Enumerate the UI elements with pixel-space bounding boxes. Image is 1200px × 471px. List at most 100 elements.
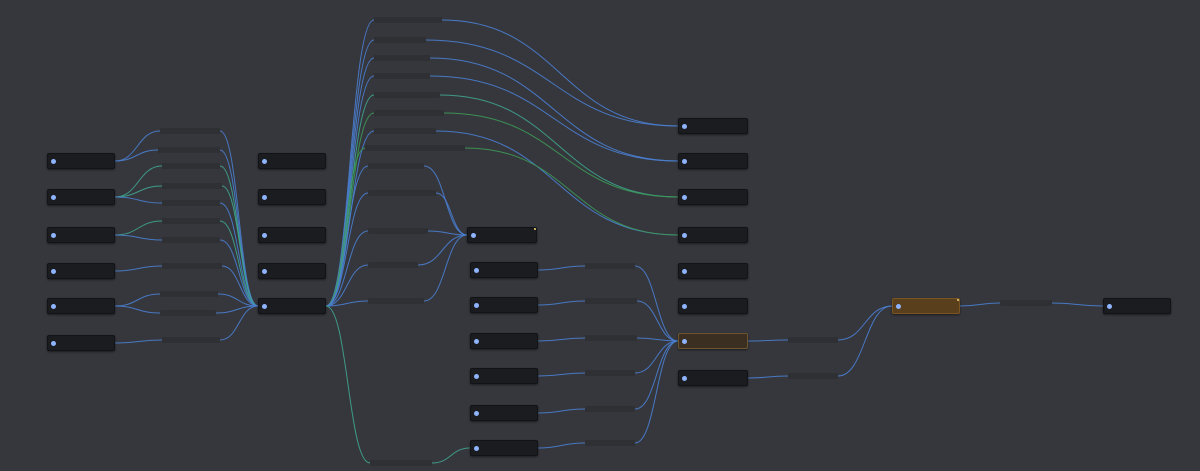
edge-label-10 xyxy=(162,337,220,343)
edge-29 xyxy=(537,340,679,414)
node-port-icon[interactable] xyxy=(51,195,56,200)
graph-node-9[interactable] xyxy=(258,263,326,279)
edge-label-30 xyxy=(585,440,635,446)
node-port-icon[interactable] xyxy=(474,339,479,344)
edge-1 xyxy=(114,149,259,307)
edge-5 xyxy=(114,220,259,307)
edge-6 xyxy=(114,234,259,307)
graph-node-2[interactable] xyxy=(47,227,115,243)
node-port-icon[interactable] xyxy=(682,124,687,129)
node-port-icon[interactable] xyxy=(262,269,267,274)
graph-node-6[interactable] xyxy=(258,153,326,169)
graph-node-12[interactable] xyxy=(470,262,538,278)
edge-3 xyxy=(114,185,259,307)
graph-node-27[interactable] xyxy=(1103,298,1171,314)
graph-node-5[interactable] xyxy=(47,335,115,351)
node-port-icon[interactable] xyxy=(262,195,267,200)
edge-label-5 xyxy=(162,218,220,224)
edge-28 xyxy=(537,340,679,377)
edge-label-0 xyxy=(160,128,220,134)
graph-node-26[interactable] xyxy=(892,298,960,314)
graph-node-4[interactable] xyxy=(47,298,115,314)
node-port-icon[interactable] xyxy=(474,374,479,379)
edge-25 xyxy=(537,265,679,342)
edge-label-32 xyxy=(788,373,838,379)
edge-22 xyxy=(325,234,468,307)
edge-label-4 xyxy=(162,200,220,206)
edge-label-3 xyxy=(162,183,222,189)
node-port-icon[interactable] xyxy=(51,341,56,346)
graph-node-22[interactable] xyxy=(678,263,748,279)
edge-label-12 xyxy=(374,37,426,43)
graph-node-13[interactable] xyxy=(470,297,538,313)
graph-node-18[interactable] xyxy=(678,118,748,134)
edge-label-14 xyxy=(374,73,430,79)
graph-node-20[interactable] xyxy=(678,189,748,205)
edge-label-9 xyxy=(160,310,216,316)
graph-node-14[interactable] xyxy=(470,333,538,349)
graph-node-0[interactable] xyxy=(47,153,115,169)
edge-17 xyxy=(325,130,679,307)
graph-node-3[interactable] xyxy=(47,263,115,279)
edge-label-26 xyxy=(585,298,637,304)
node-port-icon[interactable] xyxy=(896,304,901,309)
node-port-icon[interactable] xyxy=(474,411,479,416)
node-port-icon[interactable] xyxy=(471,233,476,238)
graph-node-15[interactable] xyxy=(470,368,538,384)
edge-label-21 xyxy=(368,228,428,234)
node-port-icon[interactable] xyxy=(51,159,56,164)
edge-21 xyxy=(325,230,468,307)
edge-label-19 xyxy=(368,163,424,169)
node-port-icon[interactable] xyxy=(682,376,687,381)
edge-32 xyxy=(747,305,893,379)
node-port-icon[interactable] xyxy=(262,233,267,238)
edge-10 xyxy=(114,305,259,344)
node-port-icon[interactable] xyxy=(682,269,687,274)
graph-node-11[interactable] xyxy=(467,227,537,243)
node-port-icon[interactable] xyxy=(682,159,687,164)
graph-node-19[interactable] xyxy=(678,153,748,169)
edge-14 xyxy=(325,75,679,307)
edge-label-20 xyxy=(368,190,436,196)
node-port-icon[interactable] xyxy=(51,269,56,274)
edge-30 xyxy=(537,340,679,449)
node-port-icon[interactable] xyxy=(682,233,687,238)
node-port-icon[interactable] xyxy=(474,268,479,273)
graph-node-23[interactable] xyxy=(678,298,748,314)
edge-4 xyxy=(114,196,259,307)
graph-node-17[interactable] xyxy=(470,440,538,456)
edge-label-18 xyxy=(365,145,465,151)
node-port-icon[interactable] xyxy=(1107,304,1112,309)
node-port-icon[interactable] xyxy=(474,303,479,308)
node-port-icon[interactable] xyxy=(262,304,267,309)
node-port-icon[interactable] xyxy=(682,195,687,200)
graph-node-24[interactable] xyxy=(678,333,748,349)
node-port-icon[interactable] xyxy=(474,446,479,451)
graph-node-8[interactable] xyxy=(258,227,326,243)
edge-24 xyxy=(325,305,471,464)
graph-node-25[interactable] xyxy=(678,370,748,386)
edge-19 xyxy=(325,165,468,307)
node-status-badge xyxy=(534,228,536,230)
node-port-icon[interactable] xyxy=(682,339,687,344)
node-port-icon[interactable] xyxy=(51,304,56,309)
edge-label-24 xyxy=(370,460,432,466)
edge-label-13 xyxy=(374,55,430,61)
edge-label-17 xyxy=(374,128,436,134)
edge-7 xyxy=(114,265,259,307)
node-port-icon[interactable] xyxy=(682,304,687,309)
edge-label-27 xyxy=(585,335,637,341)
edge-label-33 xyxy=(1000,300,1052,306)
graph-node-1[interactable] xyxy=(47,189,115,205)
node-port-icon[interactable] xyxy=(51,233,56,238)
graph-node-16[interactable] xyxy=(470,405,538,421)
graph-node-10[interactable] xyxy=(258,298,326,314)
node-port-icon[interactable] xyxy=(262,159,267,164)
edge-label-1 xyxy=(158,147,220,153)
edge-label-2 xyxy=(162,163,220,169)
graph-node-21[interactable] xyxy=(678,227,748,243)
node-status-badge xyxy=(957,299,959,301)
graph-node-7[interactable] xyxy=(258,189,326,205)
